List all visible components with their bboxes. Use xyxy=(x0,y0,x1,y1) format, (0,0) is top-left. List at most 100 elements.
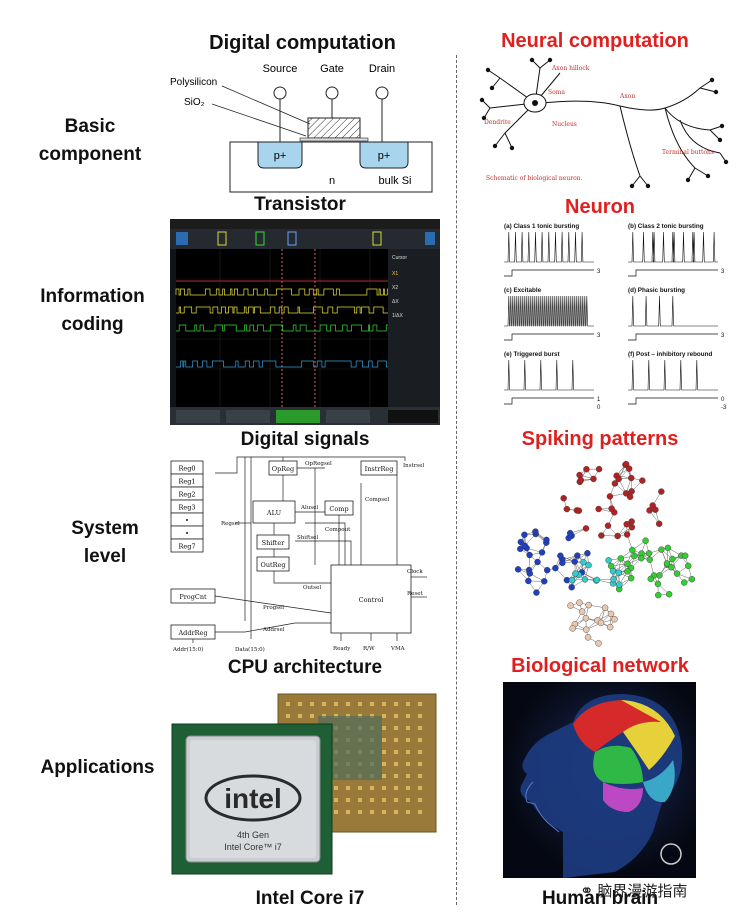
stimulus-tick: 3 xyxy=(597,333,601,339)
stimulus-tick: 3 xyxy=(721,269,725,275)
network-node xyxy=(642,537,649,544)
network-node xyxy=(578,608,586,615)
network-node xyxy=(577,476,585,484)
network-node xyxy=(610,576,617,583)
row-label-basic: Basic component xyxy=(38,116,142,165)
svg-text:1/ΔX: 1/ΔX xyxy=(392,313,404,319)
chip-pad xyxy=(394,702,398,706)
network-node xyxy=(615,475,622,483)
label-terminal: Terminal buttons xyxy=(662,149,714,156)
network-node xyxy=(645,550,653,557)
register-label: • xyxy=(185,530,189,538)
register-label: Reg1 xyxy=(178,478,195,486)
signal-ready: Ready xyxy=(333,646,351,652)
network-node xyxy=(623,520,630,528)
spike-trace xyxy=(628,359,718,391)
terminal-button xyxy=(645,183,651,189)
progcnt-block: ProgCnt xyxy=(179,593,207,601)
register-label: • xyxy=(185,517,189,525)
network-node xyxy=(673,570,681,577)
spike-trace xyxy=(504,359,594,391)
terminal-button xyxy=(509,145,515,151)
network-node xyxy=(624,568,631,575)
chip-pad xyxy=(358,786,362,790)
network-node xyxy=(525,577,532,585)
network-node xyxy=(598,532,605,539)
stimulus-tick: 3 xyxy=(597,269,601,275)
network-node xyxy=(681,579,688,586)
terminal-button xyxy=(719,123,725,129)
label-dendrite: Dendrite xyxy=(484,119,511,126)
chip-pad xyxy=(382,726,386,730)
chip-pad xyxy=(382,702,386,706)
chip-pad xyxy=(346,798,350,802)
network-node xyxy=(597,619,605,627)
network-node xyxy=(652,506,659,513)
network-node xyxy=(533,589,540,596)
network-node xyxy=(576,599,583,606)
network-node xyxy=(567,529,574,537)
network-node xyxy=(631,552,638,560)
drain-label: Drain xyxy=(369,63,395,75)
network-node xyxy=(611,480,619,487)
network-node xyxy=(617,555,624,562)
bulk-label: bulk Si xyxy=(378,175,411,187)
network-node xyxy=(585,601,592,609)
network-node xyxy=(656,572,663,579)
network-node xyxy=(647,575,654,583)
signal-outsel: Outsel xyxy=(303,585,321,591)
signal-rw: R/W xyxy=(363,646,375,652)
n-label: n xyxy=(329,175,335,187)
chip-pad xyxy=(394,714,398,718)
signal-clock: Clock xyxy=(407,569,423,575)
signal-vma: VMA xyxy=(390,646,406,652)
network-node xyxy=(584,634,592,641)
chip-pad xyxy=(358,798,362,802)
watermark: ⚭ 脑界漫游指南 xyxy=(580,880,687,901)
chip-pad xyxy=(406,798,410,802)
network-node xyxy=(658,488,665,495)
network-node xyxy=(601,604,609,611)
network-node xyxy=(595,640,602,647)
network-node xyxy=(638,554,645,562)
chip-pad xyxy=(394,738,398,742)
network-node xyxy=(517,545,524,553)
signal-reset: Reset xyxy=(407,591,423,597)
chip-pad xyxy=(406,786,410,790)
terminal-button xyxy=(547,57,553,63)
network-node xyxy=(538,549,546,556)
right-column-title: Neural computation xyxy=(501,30,689,52)
chip-pad xyxy=(394,810,398,814)
network-node xyxy=(609,567,617,575)
chip-pad xyxy=(418,738,422,742)
chip-pad xyxy=(394,786,398,790)
network-node xyxy=(544,566,551,574)
chip-pad xyxy=(286,714,290,718)
chip-pad xyxy=(406,726,410,730)
terminal-button xyxy=(705,173,711,179)
network-node xyxy=(604,522,612,529)
intel-chip-image: intel 4th Gen Intel Core™ i7 xyxy=(168,688,440,880)
svg-text:ΔX: ΔX xyxy=(392,299,399,305)
stimulus-trace xyxy=(504,397,594,405)
network-node xyxy=(582,525,590,532)
signal-trace xyxy=(176,306,391,314)
chip-pad xyxy=(358,702,362,706)
row-label-system: System level xyxy=(71,518,139,567)
network-node xyxy=(629,546,636,554)
stimulus-tick: 1 xyxy=(597,397,601,403)
chip-pad xyxy=(286,702,290,706)
chip-pad xyxy=(394,774,398,778)
register-label: Reg0 xyxy=(178,465,195,473)
chip-pad xyxy=(394,762,398,766)
intel-logo: intel xyxy=(224,783,282,814)
signal-progsel: Progsel xyxy=(263,605,284,611)
chip-pad xyxy=(382,798,386,802)
register-label: Reg2 xyxy=(178,491,195,499)
spike-panel-label: (b) Class 2 tonic bursting xyxy=(628,223,704,230)
network-node xyxy=(514,566,522,573)
human-brain-image xyxy=(503,682,696,878)
control-block: Control xyxy=(359,596,384,604)
network-node xyxy=(627,574,635,582)
